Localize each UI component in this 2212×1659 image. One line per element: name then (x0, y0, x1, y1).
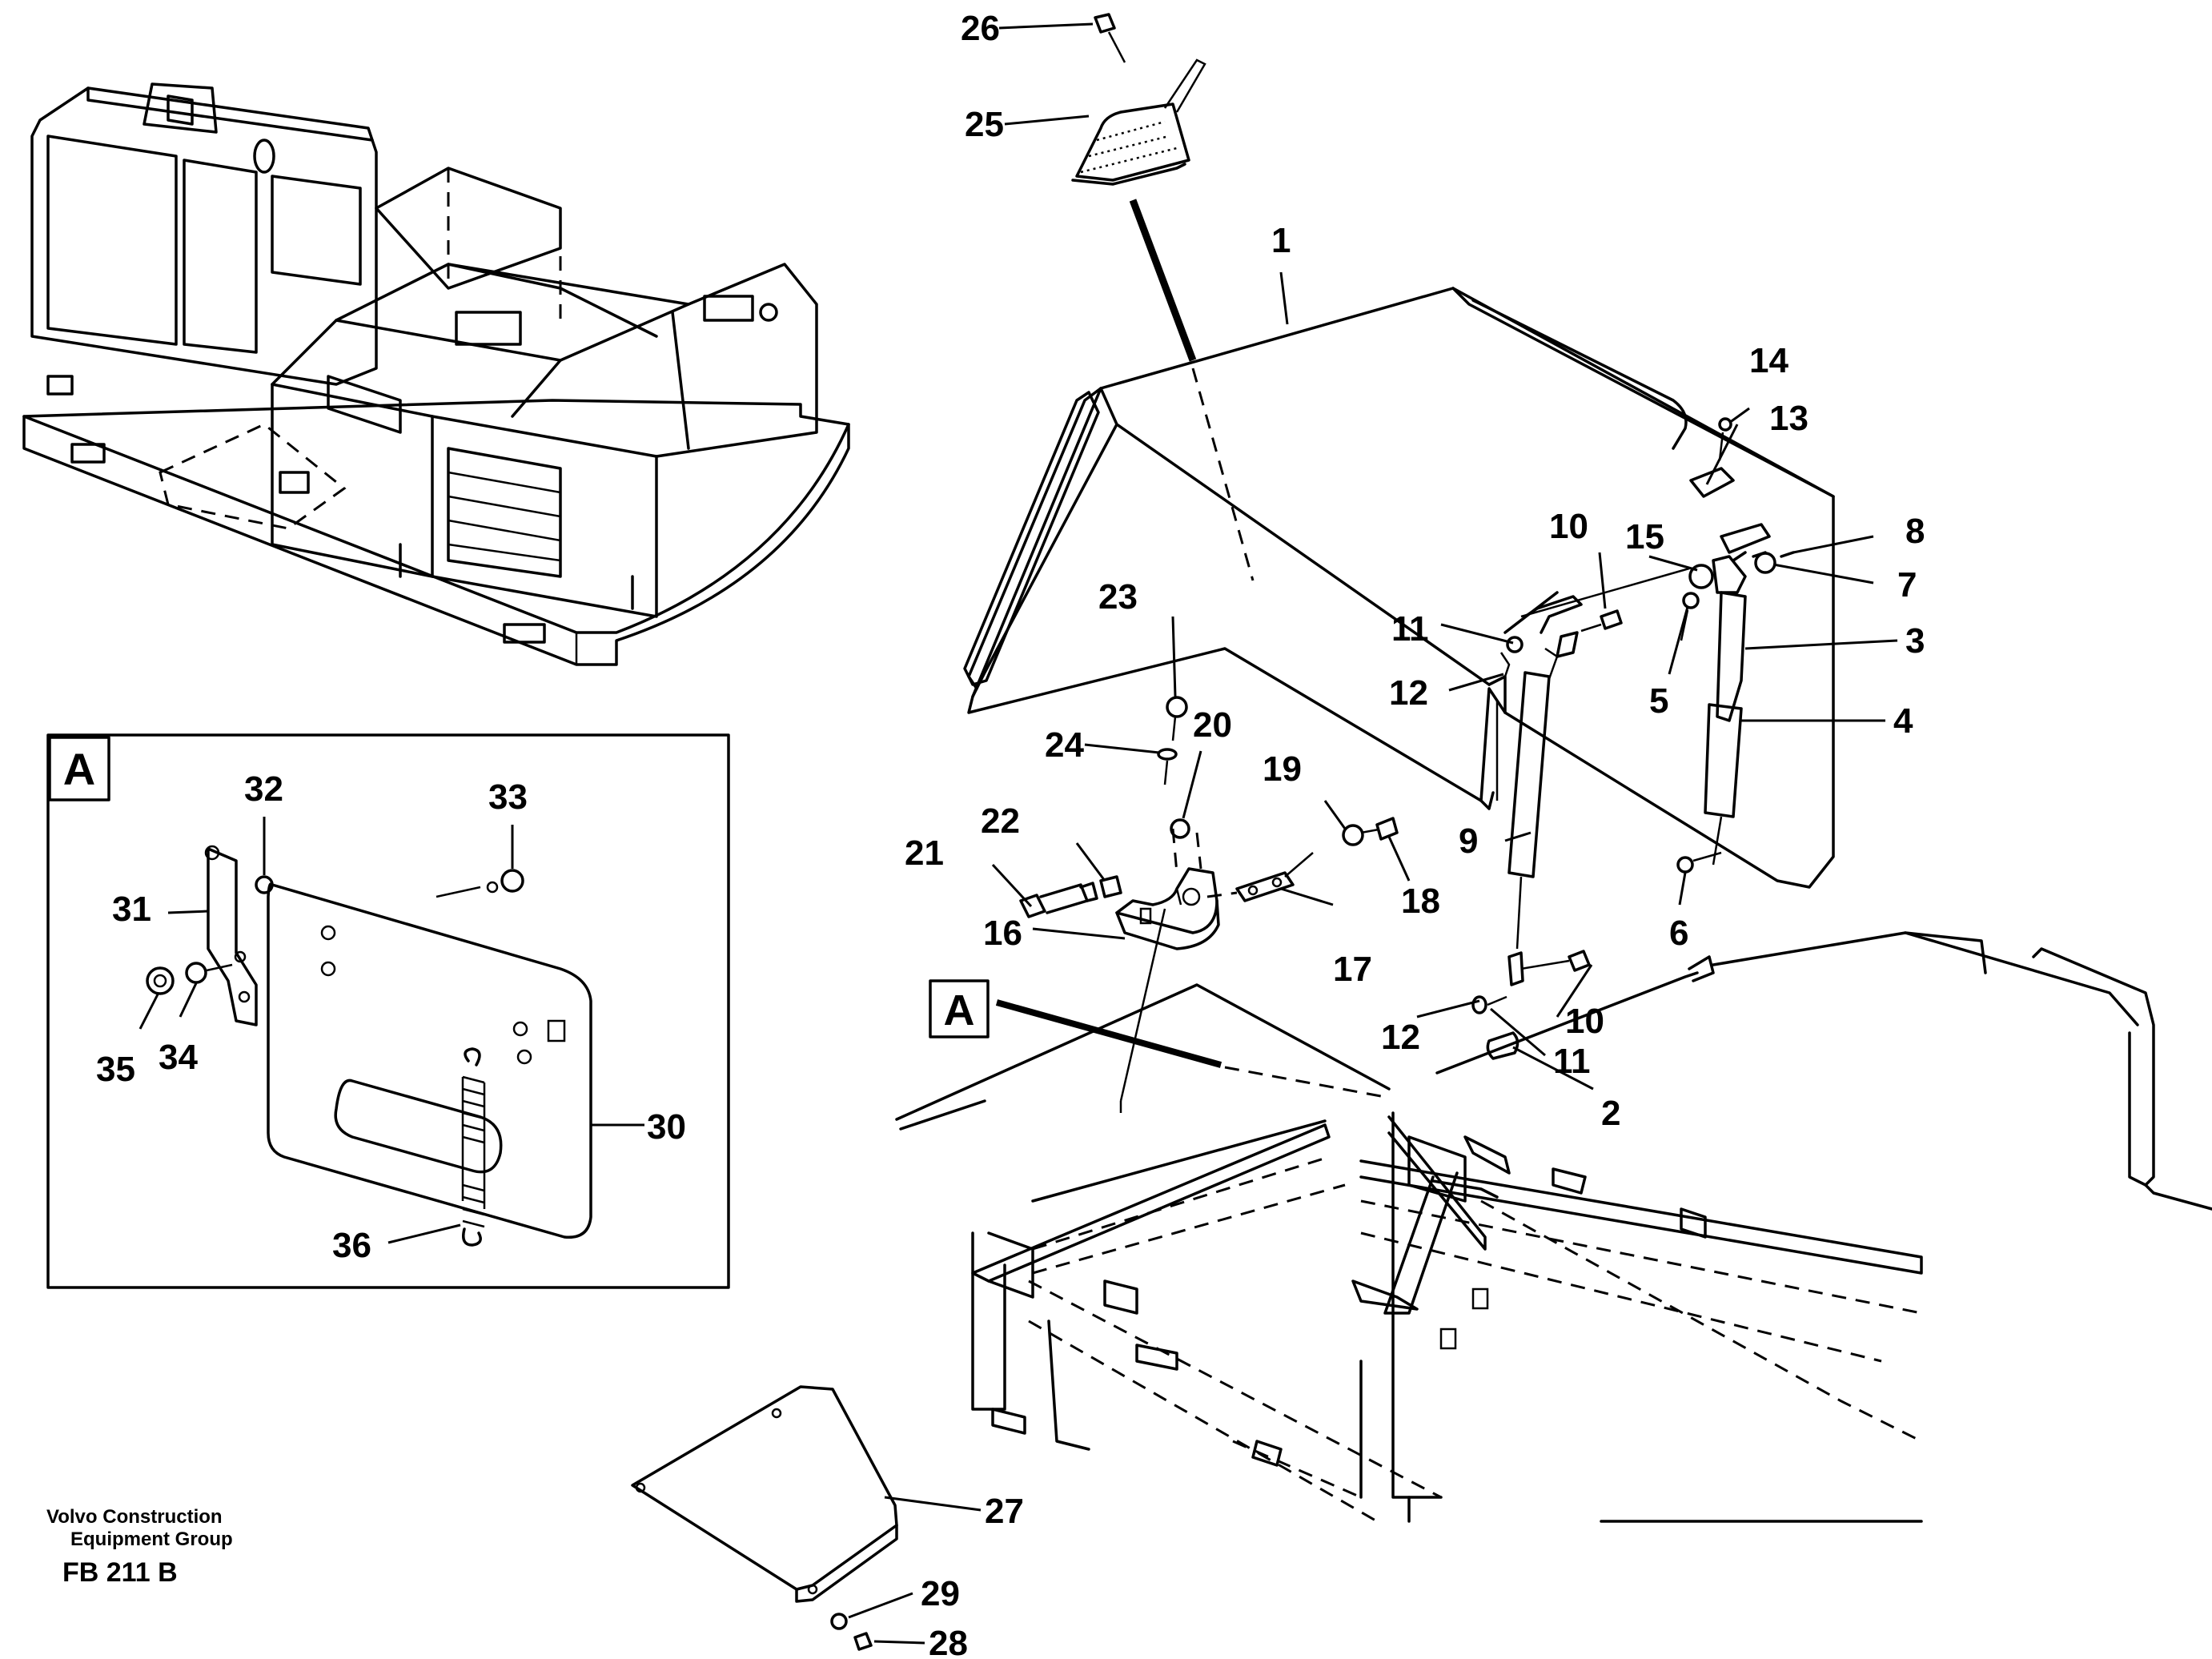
callout-14: 14 (1749, 341, 1788, 380)
callout-23: 23 (1098, 577, 1138, 617)
callout-22: 22 (981, 801, 1020, 841)
callout-35: 35 (96, 1050, 135, 1089)
callout-31: 31 (112, 890, 151, 929)
detail-view-a: A (46, 733, 730, 1289)
callout-2: 2 (1601, 1094, 1620, 1133)
callout-16: 16 (983, 914, 1022, 953)
callout-10-lower: 10 (1565, 1002, 1604, 1041)
callout-numbers: 26 25 1 14 13 8 7 10 15 11 12 5 3 4 9 6 … (96, 9, 1925, 1659)
footer-block: Volvo Construction Equipment Group FB 21… (46, 1506, 233, 1588)
callout-27: 27 (985, 1492, 1024, 1531)
callout-29: 29 (921, 1574, 960, 1613)
callout-28: 28 (929, 1624, 968, 1659)
callout-25: 25 (965, 105, 1004, 144)
callout-24: 24 (1045, 725, 1084, 765)
footer-company-line1: Volvo Construction (46, 1506, 223, 1528)
callout-32: 32 (244, 769, 283, 809)
callout-15: 15 (1625, 517, 1664, 556)
callout-11-upper: 11 (1391, 609, 1429, 649)
detail-view-label: A (63, 744, 95, 794)
callout-1: 1 (1271, 221, 1291, 260)
callout-18: 18 (1401, 882, 1440, 921)
callout-10-upper: 10 (1549, 507, 1588, 546)
callout-26: 26 (961, 9, 1000, 48)
excavator-overview-illustration (22, 82, 850, 666)
callout-34: 34 (159, 1038, 198, 1077)
callout-19: 19 (1263, 749, 1302, 789)
callout-36: 36 (332, 1226, 371, 1265)
section-a-pointer-label: A (944, 986, 975, 1034)
upper-frame-illustration (631, 931, 2212, 1651)
callout-33: 33 (488, 777, 528, 817)
callout-leaders (139, 22, 1898, 1645)
callout-21: 21 (905, 834, 944, 873)
callout-6: 6 (1669, 914, 1688, 953)
hood-assembly (963, 13, 1835, 1102)
callout-17: 17 (1333, 950, 1372, 989)
callout-20: 20 (1193, 705, 1232, 745)
footer-company-line2: Equipment Group (70, 1528, 233, 1550)
callout-11-lower: 11 (1553, 1042, 1591, 1081)
callout-9: 9 (1459, 821, 1478, 861)
drawing-code: FB 211 B (62, 1557, 178, 1588)
callout-8: 8 (1905, 512, 1925, 551)
callout-13: 13 (1769, 399, 1809, 438)
callout-12-upper: 12 (1389, 673, 1428, 713)
callout-7: 7 (1897, 565, 1917, 605)
callout-5: 5 (1649, 681, 1668, 721)
callout-3: 3 (1905, 621, 1925, 661)
section-a-pointer: A (929, 979, 990, 1038)
callout-30: 30 (647, 1107, 686, 1147)
callout-4: 4 (1893, 701, 1913, 741)
callout-12-lower: 12 (1381, 1018, 1420, 1057)
